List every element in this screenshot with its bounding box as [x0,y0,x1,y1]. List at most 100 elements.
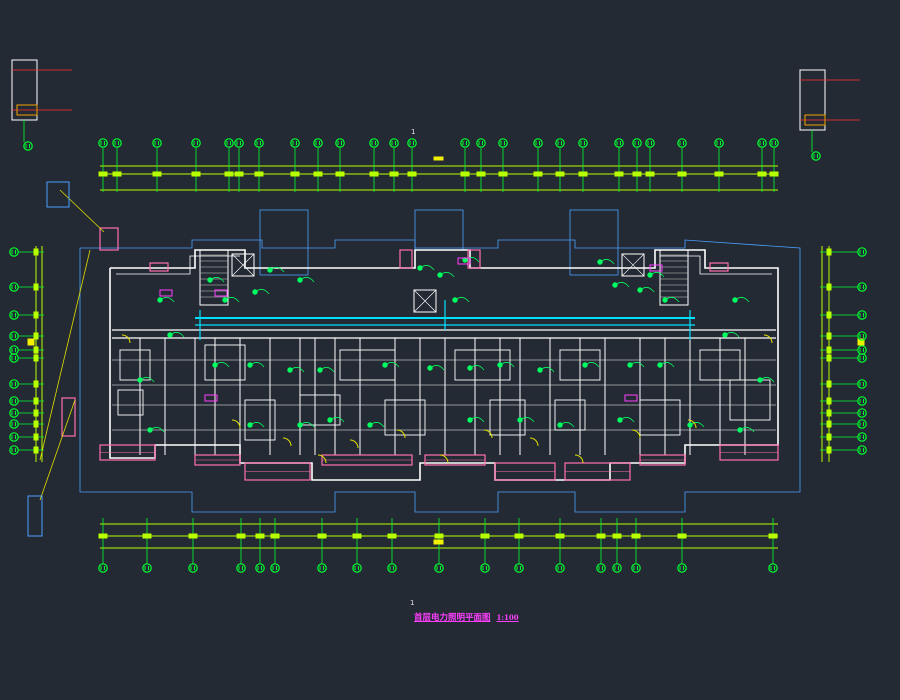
axis-bubble-bottom [631,563,641,573]
dim-right-mark [826,354,832,362]
dim-top-mark [578,171,588,177]
dim-top-mark [369,171,379,177]
door-swing [631,429,641,439]
dim-top-mark [757,171,767,177]
axis-bubble-top [335,138,345,148]
branch-circuit [639,287,655,293]
axis-bubble-top [369,138,379,148]
axis-bubble-top [555,138,565,148]
dim-right-mark [826,433,832,441]
dim-left-mark [33,248,39,256]
axis-bubble-bottom [434,563,444,573]
axis-bubble-bottom [255,563,265,573]
detail-leader [59,189,105,233]
dim-right-mark [826,311,832,319]
branch-circuit [169,332,185,338]
site-boundary-line [79,239,801,513]
axis-bubble-left [9,396,19,406]
stair-well [199,249,229,306]
room-block [384,399,426,436]
room-block [299,394,341,426]
window-frame [709,262,729,272]
elevator-shaft [621,253,645,277]
site-boundary [79,209,801,513]
dim-top-mark [498,171,508,177]
dim-bottom-mark [677,533,687,539]
axis-bubble-top [757,138,767,148]
branch-circuit [289,367,305,373]
axis-bubble-left [9,345,19,355]
door-swing [282,437,292,447]
dim-right-center-mark [857,338,865,346]
stair-block-center [414,209,464,251]
room-block [204,344,246,381]
dim-bottom-mark [317,533,327,539]
dim-top-mark [313,171,323,177]
axis-bubble-top [290,138,300,148]
axis-bubble-bottom [480,563,490,573]
dim-top-mark [714,171,724,177]
axis-bubble-bottom [352,563,362,573]
axis-bubble-top [98,138,108,148]
dim-right-mark [826,332,832,340]
axis-bubble-detail [23,141,33,151]
branch-circuit [629,362,645,368]
branch-circuit [224,297,240,303]
detail-mark-bottom: 1 [410,599,415,607]
dim-top-mark [555,171,565,177]
room-block [559,349,601,381]
window-left-facade [61,397,76,437]
distribution-box [214,289,228,297]
dim-top-mark [476,171,486,177]
detail-view-a [46,181,70,208]
axis-bubble-top [460,138,470,148]
axis-bubble-right [857,396,867,406]
door-swing [317,454,327,464]
axis-bubble-right [857,345,867,355]
branch-circuit [329,417,345,423]
dim-top-mark [98,171,108,177]
right-dimension-line [820,246,865,462]
dim-top-mark [632,171,642,177]
door-swing [231,419,241,429]
dim-bottom-mark [270,533,280,539]
room-partitions [112,249,776,455]
branch-circuit [464,257,480,263]
axis-bubble-bottom [768,563,778,573]
axis-bubble-right [857,408,867,418]
branch-circuit [249,422,265,428]
branch-circuit [419,265,435,271]
dim-top-mark [614,171,624,177]
axis-bubble-right [857,247,867,257]
dim-right-mark [826,380,832,388]
axis-bubble-top [191,138,201,148]
elevator-cross [621,253,645,277]
dim-top-mark [224,171,234,177]
axis-bubble-left [9,353,19,363]
branch-circuit [214,362,230,368]
axis-bubble-top [152,138,162,148]
dim-right-mark [826,346,832,354]
axis-bubble-left [9,331,19,341]
branch-circuit [499,362,515,368]
dim-right-mark [826,446,832,454]
dim-top-mark [677,171,687,177]
window-openings [61,227,779,481]
branch-circuit [559,422,575,428]
window-frame [467,249,481,269]
dim-top-mark [290,171,300,177]
axis-bubble-right [857,353,867,363]
axis-bubble-top [476,138,486,148]
dim-left-mark [33,311,39,319]
axis-bubble-bottom [317,563,327,573]
branch-circuit [724,332,740,338]
room-block [729,379,771,421]
room-block [639,399,681,436]
dim-bottom-mark [631,533,641,539]
dim-bottom-mark [188,533,198,539]
axis-bubble-bottom [98,563,108,573]
door-swing [687,419,697,429]
axis-bubble-top [645,138,655,148]
axis-bubble-left [9,247,19,257]
axis-bubble-bottom [236,563,246,573]
